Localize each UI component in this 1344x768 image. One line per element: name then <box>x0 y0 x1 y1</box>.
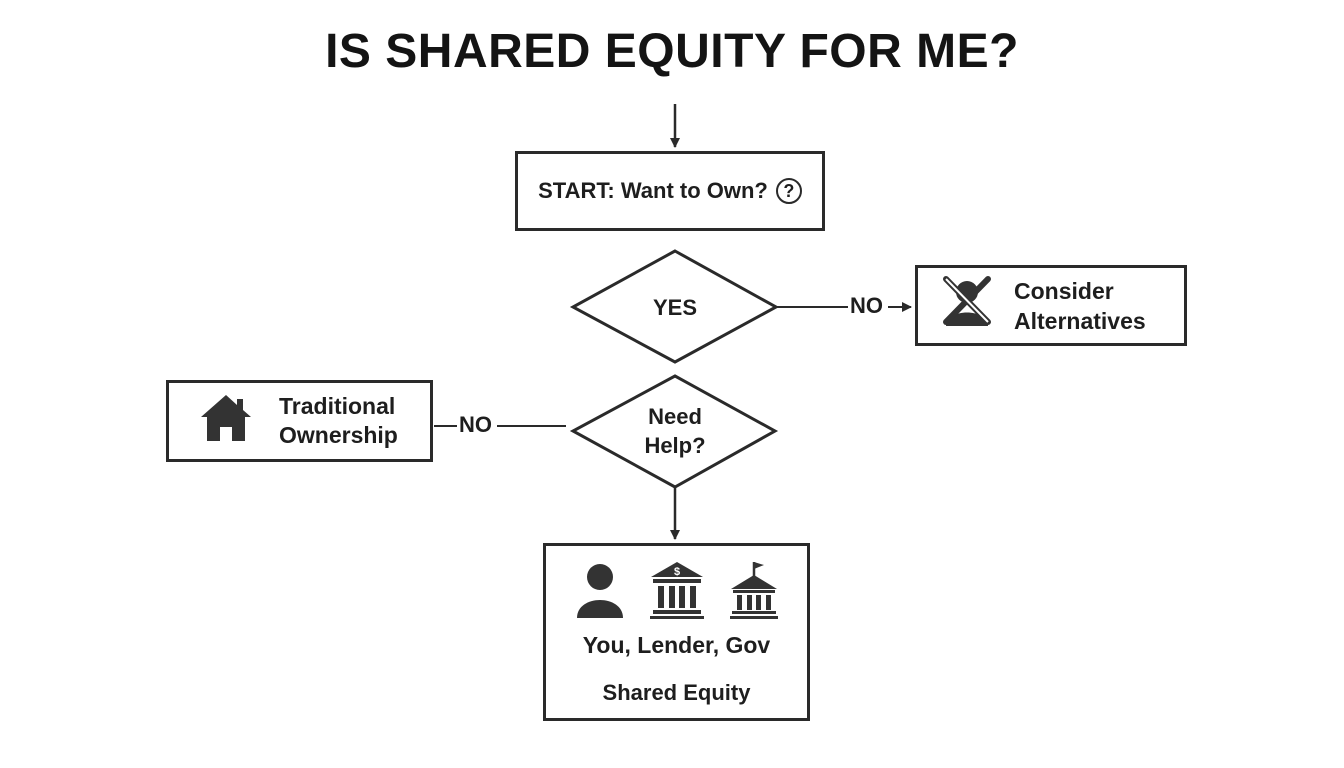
party-icons: $ <box>546 560 807 620</box>
shared-equity-label: Shared Equity <box>602 680 751 705</box>
alternatives-line1: Consider <box>1014 277 1114 304</box>
shared-equity-node: $ You, Lender, Gov Shared Equity <box>543 543 810 721</box>
bank-icon: $ <box>649 562 704 619</box>
need-help-label: Need Help? <box>615 402 735 460</box>
traditional-node: Traditional Ownership <box>166 380 433 462</box>
need-help-line2: Help? <box>644 433 706 458</box>
shared-parties-label: You, Lender, Gov <box>582 632 771 658</box>
person-icon <box>576 564 623 618</box>
alternatives-label: Consider Alternatives <box>1014 276 1146 336</box>
house-icon <box>199 393 253 450</box>
alternatives-node: Consider Alternatives <box>915 265 1187 346</box>
traditional-line2: Ownership <box>279 422 398 448</box>
start-node: START: Want to Own? ? <box>515 151 825 231</box>
edge-label-no-alternatives: NO <box>850 293 883 319</box>
edge-label-no-traditional: NO <box>459 412 492 438</box>
start-label: START: Want to Own? <box>538 178 768 203</box>
traditional-line1: Traditional <box>279 393 396 419</box>
government-building-icon <box>729 562 778 619</box>
alternatives-line2: Alternatives <box>1014 307 1146 334</box>
diagram-title: IS SHARED EQUITY FOR ME? <box>325 25 1019 78</box>
question-circle-icon: ? <box>775 178 802 204</box>
crossed-person-icon <box>942 276 992 335</box>
decision-diamond-yes <box>569 249 780 364</box>
need-help-line1: Need <box>648 404 702 429</box>
svg-text:$: $ <box>673 566 679 578</box>
yes-decision-label: YES <box>652 295 698 320</box>
traditional-label: Traditional Ownership <box>279 392 398 450</box>
